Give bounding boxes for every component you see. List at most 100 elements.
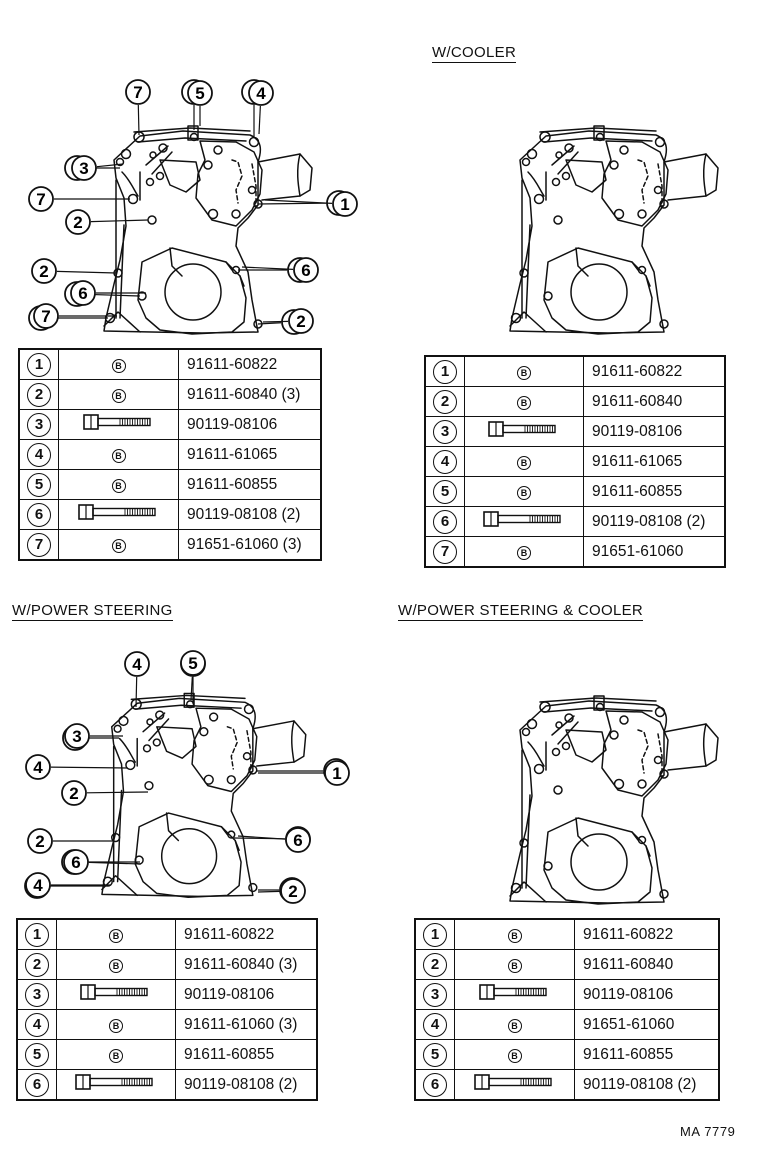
item-number-cell: 3 (424, 416, 465, 447)
item-number: 1 (27, 352, 51, 377)
callout-number: 7 (36, 190, 45, 209)
b-mark-icon: B (109, 958, 123, 973)
fastener-symbol-cell: B (58, 379, 179, 410)
part-number: 90119-08108 (2) (583, 506, 726, 537)
item-number-cell: 6 (414, 1069, 455, 1101)
part-number: 90119-08106 (583, 416, 726, 447)
item-number-cell: 2 (18, 379, 59, 410)
fastener-symbol-cell: B (58, 348, 179, 380)
item-number-cell: 3 (18, 409, 59, 440)
item-number: 4 (433, 449, 457, 474)
fastener-symbol-cell: B (454, 1009, 575, 1040)
callout-marker: 2 (262, 308, 314, 334)
item-number: 1 (25, 922, 49, 947)
section-title-power-steering: W/POWER STEERING (12, 602, 173, 621)
callout-marker: 6 (63, 849, 142, 875)
callout-marker: 4 (25, 754, 129, 780)
fastener-symbol-cell: B (464, 536, 584, 568)
item-number-cell: 1 (414, 918, 455, 950)
item-number: 7 (433, 539, 457, 564)
item-number-cell: 5 (424, 476, 465, 507)
part-number: 91611-60822 (178, 348, 322, 380)
item-number-cell: 5 (18, 469, 59, 500)
item-number: 6 (27, 502, 51, 527)
part-number: 91611-60855 (574, 1039, 720, 1070)
part-number: 91611-60840 (574, 949, 720, 980)
callout-number: 6 (293, 831, 302, 850)
table-row: 5 B 91611-60855 (18, 469, 322, 500)
bolt-icon (488, 421, 556, 437)
part-number: 91611-60840 (3) (175, 949, 318, 980)
item-number-cell: 5 (414, 1039, 455, 1070)
fastener-symbol-cell: B (56, 918, 176, 950)
section-title-power-steering-cooler: W/POWER STEERING & COOLER (398, 602, 644, 621)
b-mark-icon: B (507, 1048, 522, 1063)
item-number: 7 (27, 532, 51, 557)
item-number-cell: 5 (16, 1039, 57, 1070)
fastener-symbol-cell: B (454, 1039, 575, 1070)
part-number: 90119-08108 (2) (175, 1069, 318, 1101)
item-number-cell: 1 (16, 918, 57, 950)
b-mark-icon: B (517, 395, 531, 410)
fastener-symbol-cell: B (58, 529, 179, 561)
timing-cover-outline (103, 125, 313, 335)
item-number: 3 (25, 982, 49, 1007)
b-mark-icon: B (111, 478, 126, 493)
callout-number: 7 (41, 307, 50, 326)
fastener-symbol-cell (464, 416, 584, 447)
fastener-symbol-cell: B (56, 949, 176, 980)
callout-number: 3 (79, 159, 88, 178)
b-mark-icon: B (111, 388, 126, 403)
b-mark-icon: B (111, 358, 126, 373)
callout-marker: 6 (237, 827, 311, 853)
bolt-icon (473, 1074, 552, 1090)
bolt-icon (75, 1074, 153, 1090)
callout-number: 1 (340, 195, 349, 214)
timing-cover-outline (509, 125, 719, 335)
part-number: 91651-61060 (3) (178, 529, 322, 561)
b-mark-icon: B (517, 455, 531, 470)
callout-marker: 2 (27, 828, 113, 854)
item-number-cell: 4 (424, 446, 465, 477)
item-number: 4 (25, 1012, 49, 1037)
fastener-symbol-cell: B (464, 386, 584, 417)
item-number-cell: 4 (16, 1009, 57, 1040)
part-number: 91611-60855 (583, 476, 726, 507)
fastener-symbol-cell (58, 499, 179, 530)
b-mark-icon: B (517, 365, 531, 380)
part-number: 90119-08108 (2) (178, 499, 322, 530)
callout-marker: 7 (125, 79, 151, 136)
fastener-symbol-cell (58, 409, 179, 440)
callout-number: 5 (195, 84, 204, 103)
part-number: 91611-61060 (3) (175, 1009, 318, 1040)
timing-cover-outline (101, 692, 307, 899)
item-number: 3 (433, 419, 457, 444)
part-number: 91611-60855 (178, 469, 322, 500)
bolt-icon (82, 414, 151, 430)
part-number: 91611-60822 (175, 918, 318, 950)
item-number: 5 (433, 479, 457, 504)
callout-marker: 1 (264, 191, 358, 217)
figure-reference: MA 7779 (680, 1124, 736, 1139)
item-number-cell: 6 (424, 506, 465, 537)
callout-marker: 2 (61, 780, 149, 806)
table-row: 1 B 91611-60822 (18, 348, 322, 380)
callout-marker: 4 (25, 872, 111, 898)
callout-marker: 5 (180, 650, 206, 704)
item-number-cell: 4 (18, 439, 59, 470)
part-number: 91611-61065 (178, 439, 322, 470)
callout-marker: 2 (31, 258, 117, 284)
fastener-symbol-cell: B (58, 469, 179, 500)
b-mark-icon: B (109, 1018, 123, 1033)
item-number-cell: 6 (16, 1069, 57, 1101)
callout-marker: 2 (257, 878, 306, 904)
item-number: 5 (25, 1042, 49, 1067)
